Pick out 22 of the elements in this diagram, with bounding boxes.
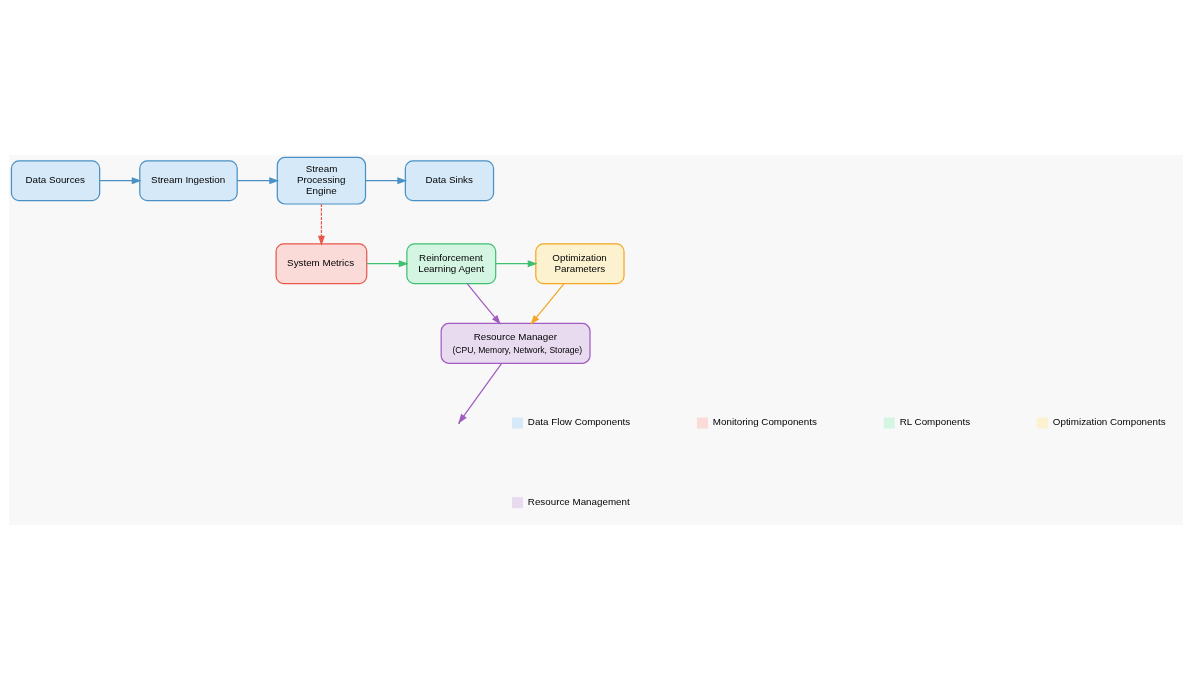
arrow [236, 176, 280, 184]
legend-label: RL Components [899, 415, 971, 427]
arrow [466, 282, 501, 325]
arrow [99, 176, 142, 184]
legend-label: Data Flow Components [527, 415, 631, 427]
arrow [365, 176, 408, 184]
node-box: Data Sources [10, 159, 101, 201]
arrow [458, 362, 503, 424]
node-box: Reinforcement Learning Agent [406, 242, 497, 284]
node-box: Data Sinks [404, 159, 495, 201]
arrow [317, 203, 325, 246]
legend-label: Resource Management [527, 495, 630, 507]
legend-label: Optimization Components [1052, 415, 1166, 427]
node-box: Resource Manager (CPU, Memory, Network, Storage) [440, 322, 591, 364]
node-box: System Metrics [275, 242, 368, 284]
node-box: Optimization Parameters [535, 242, 625, 284]
node-box: Stream Processing Engine [276, 156, 367, 205]
arrow [495, 259, 538, 267]
node-box: Stream Ingestion [139, 159, 238, 201]
arrow [530, 282, 565, 325]
legend-label: Monitoring Components [712, 415, 817, 427]
arrow [366, 259, 409, 267]
